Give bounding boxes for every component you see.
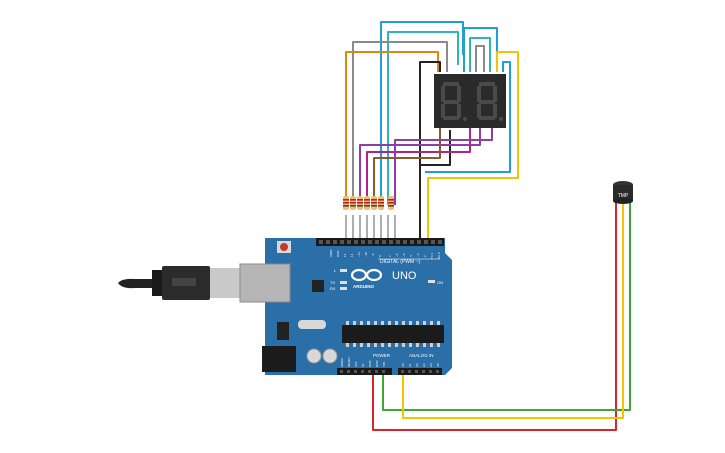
resistor-bank[interactable] xyxy=(343,196,394,210)
pin-label: A0 xyxy=(401,363,405,367)
resistor xyxy=(343,196,349,210)
pin-label: GND xyxy=(336,250,340,258)
resistor xyxy=(371,196,377,210)
resistor xyxy=(364,196,370,210)
power-jack xyxy=(262,346,296,372)
on-led-label: ON xyxy=(437,280,443,285)
analog-header[interactable] xyxy=(398,368,442,375)
wire-blue-top2[interactable] xyxy=(463,27,498,72)
resistor-legs xyxy=(345,215,396,238)
arduino-logo-icon xyxy=(350,268,383,282)
wire-teal-top[interactable] xyxy=(387,31,459,205)
sensor-label: TMP xyxy=(618,193,629,199)
led-tx-label: TX xyxy=(330,280,335,285)
wire-purple-1[interactable] xyxy=(359,128,481,205)
led-l-label: L xyxy=(334,268,337,273)
pin-label: 7 xyxy=(388,255,392,257)
wire-red-sensor[interactable] xyxy=(372,202,617,431)
usb-port xyxy=(239,263,291,303)
pin-label: 3V3 xyxy=(354,361,358,367)
pin-label: ~3 xyxy=(416,253,420,257)
pin-label: RESET xyxy=(347,357,351,367)
pin-label: GND xyxy=(375,360,379,368)
resistor xyxy=(357,196,363,210)
seven-segment-display-right[interactable] xyxy=(470,74,506,128)
pin-label: 4 xyxy=(409,255,413,257)
pin-label: AREF xyxy=(329,249,333,257)
digital-label: DIGITAL (PWM ~) xyxy=(380,259,420,265)
top-pin-labels: AREF GND 13 12 ~11 ~10 ~9 8 7 ~6 ~5 4 ~3… xyxy=(329,249,441,259)
pin-label: 12 xyxy=(350,253,354,257)
pin-label: ~11 xyxy=(357,252,361,257)
seven-segment-display-left[interactable] xyxy=(434,74,470,128)
power-label: POWER xyxy=(373,353,391,358)
digital-header[interactable] xyxy=(316,238,444,246)
wire-blue-right[interactable] xyxy=(425,61,511,173)
wire-black-top[interactable] xyxy=(419,61,451,166)
pin-label: 5V xyxy=(361,363,365,367)
wire-teal-top2[interactable] xyxy=(469,37,491,72)
arduino-uno-board[interactable]: AREF GND 13 12 ~11 ~10 ~9 8 7 ~6 ~5 4 ~3… xyxy=(239,238,452,375)
wire-purple-2[interactable] xyxy=(394,128,493,205)
pin-label: RX 0 xyxy=(437,252,441,259)
pin-label: A4 xyxy=(429,363,433,367)
resistor xyxy=(388,196,394,210)
board-model-label: UNO xyxy=(392,270,417,282)
pin-label: ~6 xyxy=(395,253,399,257)
led-rx-label: RX xyxy=(330,286,336,291)
tmp-sensor[interactable]: TMP xyxy=(613,181,633,204)
atmega-chip xyxy=(342,325,444,343)
pin-label: 8 xyxy=(378,255,382,257)
power-header[interactable] xyxy=(337,368,392,375)
pin-label: TX 1 xyxy=(430,252,434,259)
wire-green-sensor[interactable] xyxy=(382,202,631,411)
pin-label: A1 xyxy=(408,363,412,367)
wire-yellow-right[interactable] xyxy=(427,51,519,238)
brand-label: ARDUINO xyxy=(353,284,374,289)
pin-label: IOREF xyxy=(340,358,344,367)
pin-label: GND xyxy=(368,360,372,368)
wire-brown-1[interactable] xyxy=(373,128,441,205)
bottom-pin-labels: IOREF RESET 3V3 5V GND GND VIN A0 A1 A2 … xyxy=(340,357,440,367)
pin-label: A3 xyxy=(422,363,426,367)
pin-label: ~10 xyxy=(364,252,368,257)
pin-label: ~5 xyxy=(402,253,406,257)
wires xyxy=(345,21,631,431)
pin-label: A5 xyxy=(436,363,440,367)
pin-label: 13 xyxy=(343,253,347,257)
analog-label: ANALOG IN xyxy=(409,353,434,358)
pin-label: 2 xyxy=(423,255,427,257)
wire-gray-top[interactable] xyxy=(352,41,448,205)
wire-gray-top2[interactable] xyxy=(475,45,485,72)
wire-yellow-sensor[interactable] xyxy=(402,202,624,419)
resistor xyxy=(350,196,356,210)
pin-label: A2 xyxy=(415,363,419,367)
resistor xyxy=(378,196,384,210)
pin-label: VIN xyxy=(382,362,386,367)
pin-label: ~9 xyxy=(371,253,375,257)
